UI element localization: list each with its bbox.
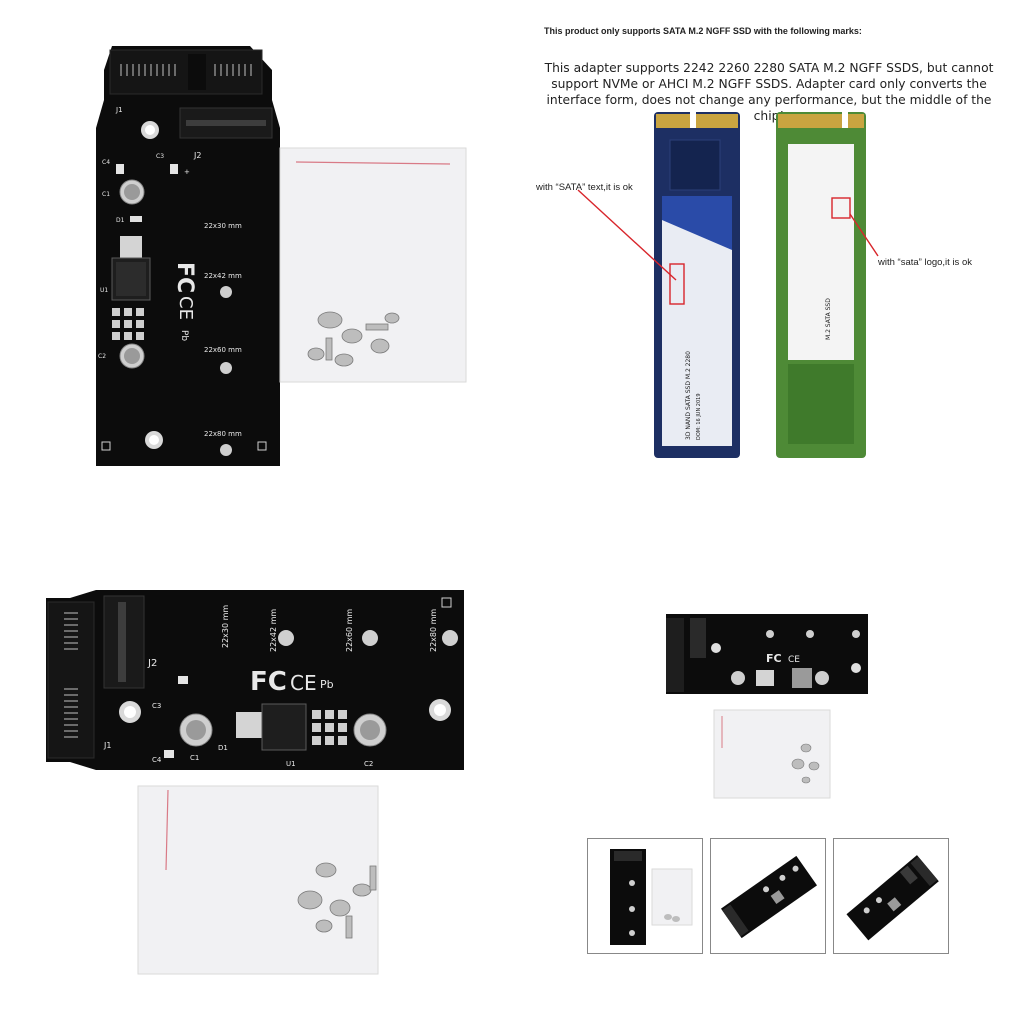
sata-pins <box>120 64 252 76</box>
mount-hole-2260 <box>362 630 378 646</box>
small-product-photo: FC CE <box>660 608 874 804</box>
mount-hole-2242 <box>278 630 294 646</box>
fiducial <box>101 441 111 451</box>
sata-key <box>188 54 206 90</box>
label-2280: 22x80 mm <box>429 609 438 652</box>
fiducial <box>441 597 452 608</box>
screw-bag <box>137 785 379 975</box>
ce-logo: CE <box>788 655 800 665</box>
label-c4: C4 <box>152 756 162 764</box>
mount-hole-2242 <box>220 286 232 298</box>
label-c1: C1 <box>102 191 110 198</box>
label-c1: C1 <box>190 754 199 762</box>
green-sata-ssd: M.2 SATA SSD <box>776 112 866 458</box>
regulator-u1 <box>111 236 151 301</box>
cap-c4 <box>116 164 124 174</box>
label-2280: 22x80 mm <box>204 430 242 438</box>
regulator-u1 <box>236 703 307 751</box>
pcb-vertical-svg: J2 J1 22x30 mm 22x42 mm 22x60 mm 22x80 m… <box>96 46 467 466</box>
screws <box>297 862 377 939</box>
diode-d1 <box>130 216 142 222</box>
thumbnail-3[interactable] <box>833 838 949 954</box>
thumbnail-1-svg <box>610 849 693 945</box>
thumbnail-2-svg <box>720 855 818 939</box>
blue-sata-ssd: 3D NAND SATA SSD M.2 2280 DOM: 16 JUN 20… <box>654 112 740 458</box>
label-2230: 22x30 mm <box>221 605 230 648</box>
label-2260: 22x60 mm <box>204 346 242 354</box>
ground-pad-grid <box>112 308 144 340</box>
pb-free-logo: Pb <box>320 678 334 691</box>
callout-sata-text: with “SATA” text,it is ok <box>536 182 633 193</box>
label-2242: 22x42 mm <box>204 272 242 280</box>
label-2230: 22x30 mm <box>204 222 242 230</box>
ce-logo: CE <box>175 296 196 320</box>
label-c2: C2 <box>98 353 106 360</box>
m2-slot <box>690 618 706 658</box>
label-c3: C3 <box>156 153 164 160</box>
cap-c3-pad <box>178 676 188 684</box>
label-c4: C4 <box>102 159 110 166</box>
m2-slot-contacts <box>186 120 266 126</box>
fiducial <box>257 441 267 451</box>
sata-text-highlight <box>669 263 685 305</box>
cap-c4-pad <box>164 750 174 758</box>
callout-sata-logo: with “sata” logo,it is ok <box>878 257 972 268</box>
ce-logo: CE <box>290 671 317 695</box>
ssd-blue-date: DOM: 16 JUN 2019 <box>696 393 702 440</box>
screw-bag <box>713 709 831 799</box>
label-plus: + <box>184 168 190 176</box>
ssd-compatibility-panel: This product only supports SATA M.2 NGFF… <box>520 20 1020 490</box>
screw-bag <box>279 147 467 383</box>
sata-pins <box>64 612 78 738</box>
m2-slot-contacts <box>118 602 126 682</box>
sata-logo-highlight <box>831 197 851 219</box>
mount-hole-2280 <box>442 630 458 646</box>
label-j1: J1 <box>103 741 111 750</box>
mount-hole-2260 <box>220 362 232 374</box>
mount-hole-2280 <box>220 444 232 456</box>
pb-free-logo: Pb <box>179 330 189 341</box>
label-c3: C3 <box>152 702 161 710</box>
compatibility-heading: This product only supports SATA M.2 NGFF… <box>544 26 862 36</box>
ssd-green-label: M.2 SATA SSD <box>825 298 832 340</box>
label-j1: J1 <box>115 106 123 114</box>
fc-logo: FC <box>250 667 287 697</box>
thumbnail-3-svg <box>846 855 939 941</box>
ground-pad-grid <box>312 710 347 745</box>
thumbnail-1[interactable] <box>587 838 703 954</box>
label-u1: U1 <box>286 760 296 768</box>
compatibility-description: This adapter supports 2242 2260 2280 SAT… <box>544 61 994 123</box>
small-product-svg: FC CE <box>666 614 868 799</box>
pcb-vertical-photo: J2 J1 22x30 mm 22x42 mm 22x60 mm 22x80 m… <box>90 40 480 470</box>
label-d1: D1 <box>218 744 228 752</box>
cap-c3 <box>170 164 178 174</box>
label-j2: J2 <box>147 658 157 669</box>
pcb-horizontal-svg: J2 J1 22x30 mm 22x42 mm 22x60 mm 22x80 m… <box>46 590 464 975</box>
label-c2: C2 <box>364 760 373 768</box>
label-d1: D1 <box>116 217 125 224</box>
label-u1: U1 <box>100 287 108 294</box>
label-2242: 22x42 mm <box>269 609 278 652</box>
ssd-blue-label: 3D NAND SATA SSD M.2 2280 <box>685 351 692 440</box>
pcb-horizontal-photo: J2 J1 22x30 mm 22x42 mm 22x60 mm 22x80 m… <box>40 590 480 980</box>
thumbnail-2[interactable] <box>710 838 826 954</box>
screws <box>307 311 400 367</box>
fc-logo: FC <box>766 652 782 665</box>
callout-arrow-left <box>577 189 677 281</box>
sata-connector <box>109 49 263 95</box>
fc-logo: FC <box>172 262 197 293</box>
callout-arrow-right <box>849 213 879 257</box>
label-j2: J2 <box>193 151 201 160</box>
label-2260: 22x60 mm <box>345 609 354 652</box>
